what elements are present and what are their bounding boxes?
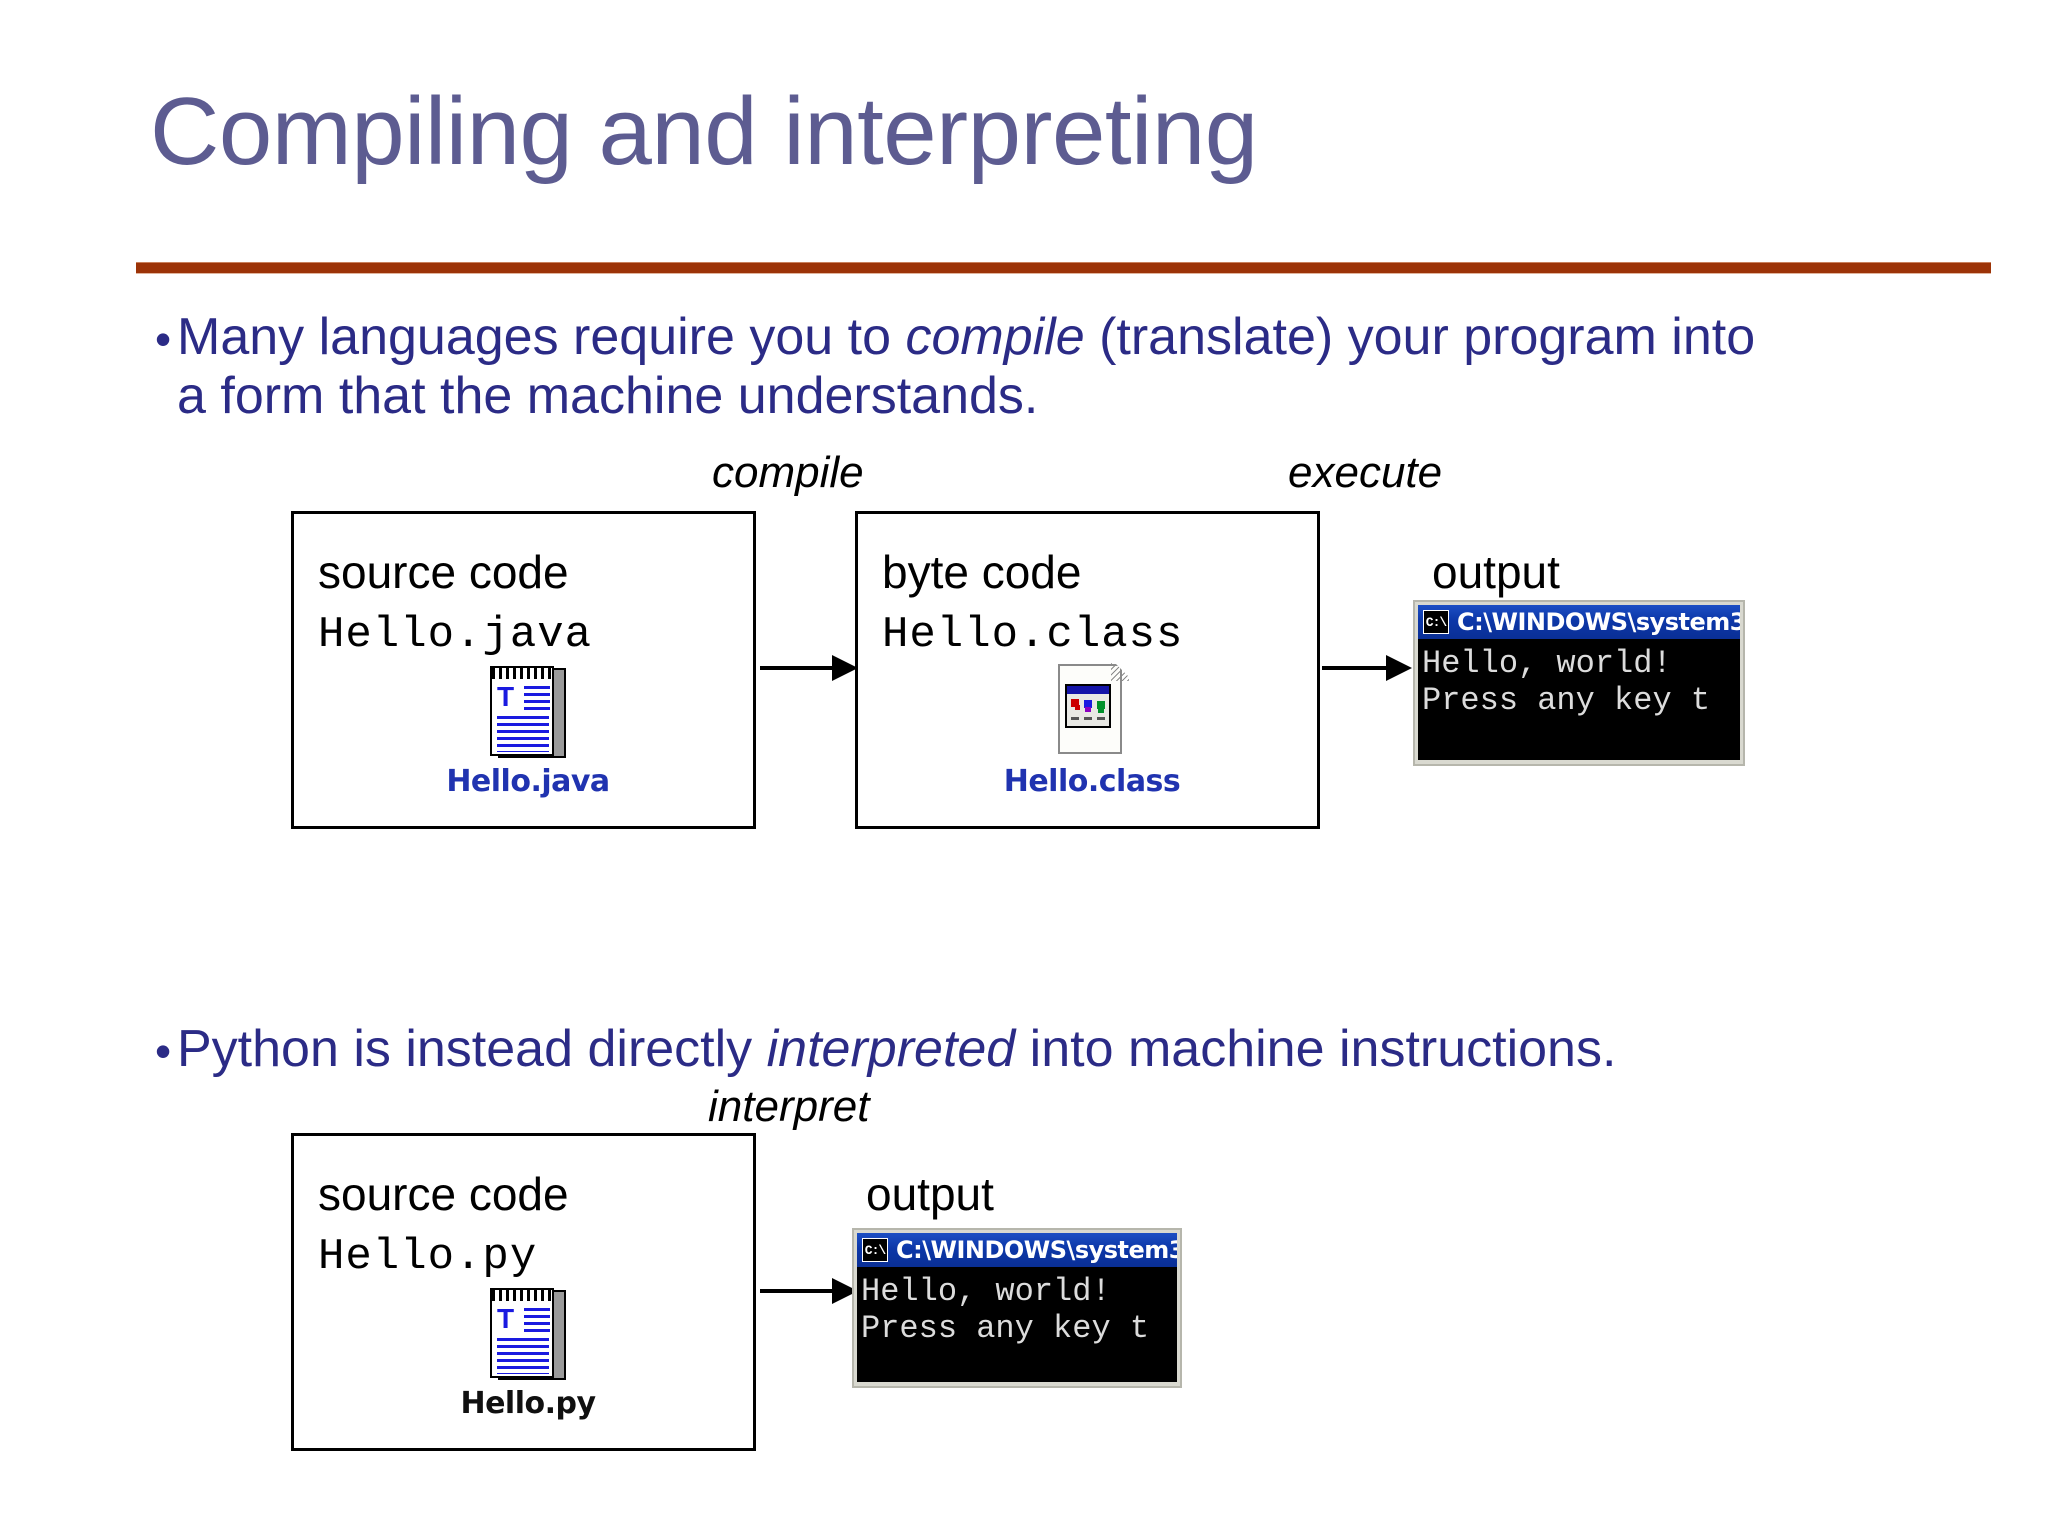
label-output-interpret: output	[866, 1168, 994, 1220]
bullet-item-compile: • Many languages require you to compile …	[155, 308, 1775, 427]
arrow-shaft	[760, 666, 836, 670]
bullet-marker-icon: •	[155, 313, 172, 365]
arrow-interpret-icon	[760, 1278, 860, 1304]
box-filename-hello-py: Hello.py	[318, 1232, 538, 1282]
box-heading-source-code-java: source code	[318, 546, 569, 598]
notepad-letter-t-icon: T	[497, 1303, 515, 1334]
class-document-icon	[1054, 662, 1130, 758]
bullet-text-compile: Many languages require you to compile (t…	[177, 308, 1775, 427]
diagram-box-byte-code	[855, 511, 1320, 829]
console-titlebar[interactable]: C:\ C:\WINDOWS\system32\cm	[857, 1233, 1177, 1267]
notepad-text-file-icon: T	[490, 1284, 566, 1380]
console-system-menu-icon[interactable]: C:\	[1423, 610, 1449, 634]
page-title: Compiling and interpreting	[150, 78, 1258, 185]
file-icon-caption-hello-java: Hello.java	[446, 764, 610, 799]
bullet-1-emphasis: compile	[905, 308, 1085, 366]
file-icon-group-hello-py: T Hello.py	[428, 1284, 628, 1421]
block-red	[1071, 699, 1079, 707]
console-line-1: Hello, world!	[861, 1273, 1111, 1310]
notepad-text-lines-right	[524, 686, 550, 710]
console-output-area: Hello, world! Press any key t	[857, 1267, 1177, 1382]
label-output-compile: output	[1432, 546, 1560, 598]
block-purple	[1085, 707, 1091, 712]
box-heading-byte-code: byte code	[882, 546, 1082, 598]
file-icon-caption-hello-class: Hello.class	[1003, 764, 1181, 799]
arrow-label-execute: execute	[1288, 448, 1443, 497]
console-system-menu-icon[interactable]: C:\	[862, 1238, 888, 1262]
notepad-front-page: T	[490, 1288, 554, 1378]
notepad-front-page: T	[490, 666, 554, 756]
bullet-2-text-after: into machine instructions.	[1015, 1020, 1617, 1078]
class-icon-fold-triangle	[1114, 662, 1130, 678]
class-icon-puzzle-blocks-icon	[1071, 699, 1107, 715]
class-icon-window-glyph	[1065, 684, 1111, 728]
arrow-label-compile: compile	[712, 448, 864, 497]
class-icon-window-titlebar	[1067, 686, 1109, 694]
block-green	[1097, 701, 1105, 709]
file-icon-group-hello-java: T Hello.java	[428, 662, 628, 799]
diagram-box-source-java	[291, 511, 756, 829]
notepad-letter-t-icon: T	[497, 681, 515, 712]
box-filename-hello-java: Hello.java	[318, 610, 593, 660]
arrow-head	[1386, 655, 1412, 681]
block-green-2	[1098, 708, 1104, 713]
console-title-text: C:\WINDOWS\system32\cm	[1457, 608, 1740, 636]
console-line-2: Press any key t	[861, 1310, 1150, 1348]
arrow-label-interpret: interpret	[708, 1082, 870, 1131]
console-window-java-output[interactable]: C:\ C:\WINDOWS\system32\cm Hello, world!…	[1413, 600, 1745, 766]
bullet-item-interpret: • Python is instead directly interpreted…	[155, 1020, 1955, 1079]
console-output-area: Hello, world! Press any key t	[1418, 639, 1740, 760]
notepad-spiral-binding-icon	[492, 668, 552, 679]
block-blue	[1084, 700, 1092, 708]
notepad-text-lines-body	[497, 1338, 549, 1374]
notepad-text-lines-right	[524, 1308, 550, 1332]
arrow-compile-icon	[760, 655, 860, 681]
arrow-shaft	[1322, 666, 1390, 670]
console-title-text: C:\WINDOWS\system32\cm	[896, 1236, 1177, 1264]
console-line-2: Press any key t	[1422, 682, 1711, 720]
class-icon-underline-dashes	[1071, 717, 1107, 720]
notepad-spiral-binding-icon	[492, 1290, 552, 1301]
arrow-head	[832, 655, 858, 681]
file-icon-group-hello-class: Hello.class	[992, 662, 1192, 799]
notepad-text-file-icon: T	[490, 662, 566, 758]
bullet-text-interpret: Python is instead directly interpreted i…	[177, 1020, 1616, 1079]
console-line-1: Hello, world!	[1422, 645, 1672, 682]
bullet-1-text-after: (translate) your program into a form tha…	[177, 308, 1756, 426]
notepad-text-lines-body	[497, 716, 549, 752]
bullet-2-text-before: Python is instead directly	[177, 1020, 767, 1078]
bullet-2-emphasis: interpreted	[766, 1020, 1016, 1078]
bullet-1-text-before: Many languages require you to	[177, 308, 906, 366]
title-divider-rule	[136, 262, 1991, 274]
arrow-shaft	[760, 1289, 836, 1293]
console-titlebar[interactable]: C:\ C:\WINDOWS\system32\cm	[1418, 605, 1740, 639]
bullet-marker-icon: •	[155, 1025, 172, 1077]
arrow-execute-icon	[1322, 655, 1414, 681]
block-red-2	[1075, 705, 1080, 710]
box-heading-source-code-py: source code	[318, 1168, 569, 1220]
box-filename-hello-class: Hello.class	[882, 610, 1184, 660]
console-window-python-output[interactable]: C:\ C:\WINDOWS\system32\cm Hello, world!…	[852, 1228, 1182, 1388]
file-icon-caption-hello-py: Hello.py	[460, 1386, 596, 1421]
